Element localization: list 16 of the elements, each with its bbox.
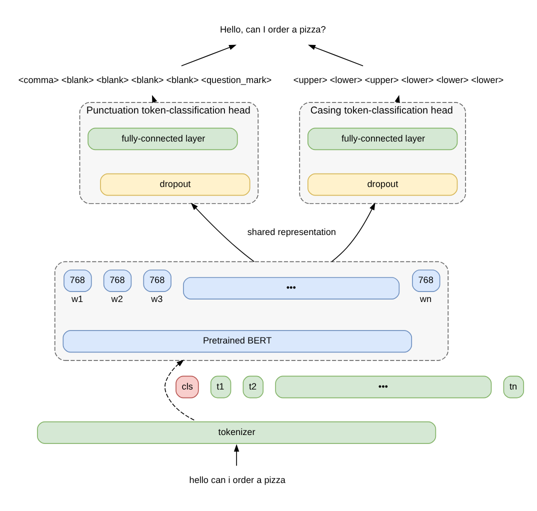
arrow	[331, 202, 376, 262]
node-label: wn	[420, 294, 432, 304]
arrow	[190, 202, 255, 262]
node-text: hello can i order a pizza	[189, 475, 286, 486]
arrow	[181, 44, 237, 66]
node-text: <upper> <lower> <upper> <lower> <lower> <lower>	[293, 75, 504, 86]
node-text: <comma> <blank> <blank> <blank> <blank> <question_mark>	[18, 75, 272, 86]
arrow	[234, 444, 240, 466]
label: shared representation	[247, 227, 336, 238]
arrow	[164, 360, 195, 420]
node-label: w1	[71, 294, 84, 304]
node-text: Hello, can I order a pizza?	[220, 24, 326, 35]
node-label: w3	[151, 294, 163, 304]
cluster	[54, 261, 449, 361]
node-label: w2	[111, 294, 123, 304]
arrow	[308, 44, 364, 66]
